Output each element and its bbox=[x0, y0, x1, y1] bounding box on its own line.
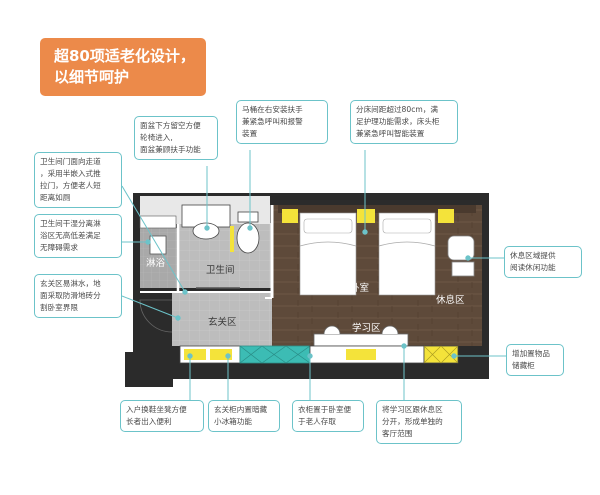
bedside-table-right bbox=[438, 209, 454, 223]
armchair bbox=[447, 235, 475, 261]
toilet-bowl bbox=[236, 222, 260, 254]
room-label-bathroom: 卫生间 bbox=[206, 265, 235, 276]
note-basin: 面盆下方留空方便 轮椅进入, 面盆兼顾扶手功能 bbox=[134, 116, 218, 160]
note-rest-area: 休息区域提供 阅读休闲功能 bbox=[504, 246, 582, 278]
toilet-tank bbox=[237, 211, 259, 223]
bedside-table-left bbox=[282, 209, 298, 223]
note-shoe-bench: 入户换鞋坐凳方便 长者出入便利 bbox=[120, 400, 204, 432]
headline-banner: 超80项适老化设计， 以细节呵护 bbox=[40, 38, 206, 96]
side-table bbox=[451, 261, 475, 277]
note-bathroom-door: 卫生间门面向走道 ，采用半嵌入式推 拉门，方便老人短 距离如厕 bbox=[34, 152, 122, 208]
room-label-entry: 玄关区 bbox=[208, 317, 237, 328]
note-dry-wet: 卫生间干湿分离淋 浴区无高低差满足 无障碍需求 bbox=[34, 214, 122, 258]
note-wardrobe: 衣柜置于卧室便 于老人存取 bbox=[292, 400, 364, 432]
grab-bar bbox=[230, 226, 234, 252]
note-bed-spacing: 分床间距超过80cm，满 足护理功能需求，床头柜 兼紧急呼叫智能装置 bbox=[350, 100, 458, 144]
room-label-study: 学习区 bbox=[352, 323, 381, 334]
room-label-shower: 淋浴 bbox=[146, 258, 166, 269]
entry-floor bbox=[172, 292, 272, 346]
note-fridge: 玄关柜内置暗藏 小冰箱功能 bbox=[208, 400, 280, 432]
headline-line-1: 超80项适老化设计， bbox=[54, 47, 195, 65]
note-storage: 增加置物品 储藏柜 bbox=[506, 344, 564, 376]
study-desk bbox=[313, 333, 409, 347]
corner-wall bbox=[125, 352, 173, 387]
bedside-table-middle bbox=[357, 209, 375, 223]
shower-chair bbox=[149, 235, 167, 255]
bath-shelf bbox=[139, 215, 177, 229]
room-label-rest: 休息区 bbox=[436, 295, 465, 306]
headline-line-2: 以细节呵护 bbox=[54, 68, 130, 86]
note-study-area: 将学习区跟休息区 分开，形成单独的 客厅范围 bbox=[376, 400, 462, 444]
room-label-bedroom: 卧室 bbox=[350, 283, 370, 294]
note-entry-floor: 玄关区易淋水，地 面采取防滑地砖分 割卧室界限 bbox=[34, 274, 122, 318]
note-toilet: 马桶在右安装扶手 兼紧急呼叫和报警 装置 bbox=[236, 100, 328, 144]
basin bbox=[192, 222, 220, 240]
